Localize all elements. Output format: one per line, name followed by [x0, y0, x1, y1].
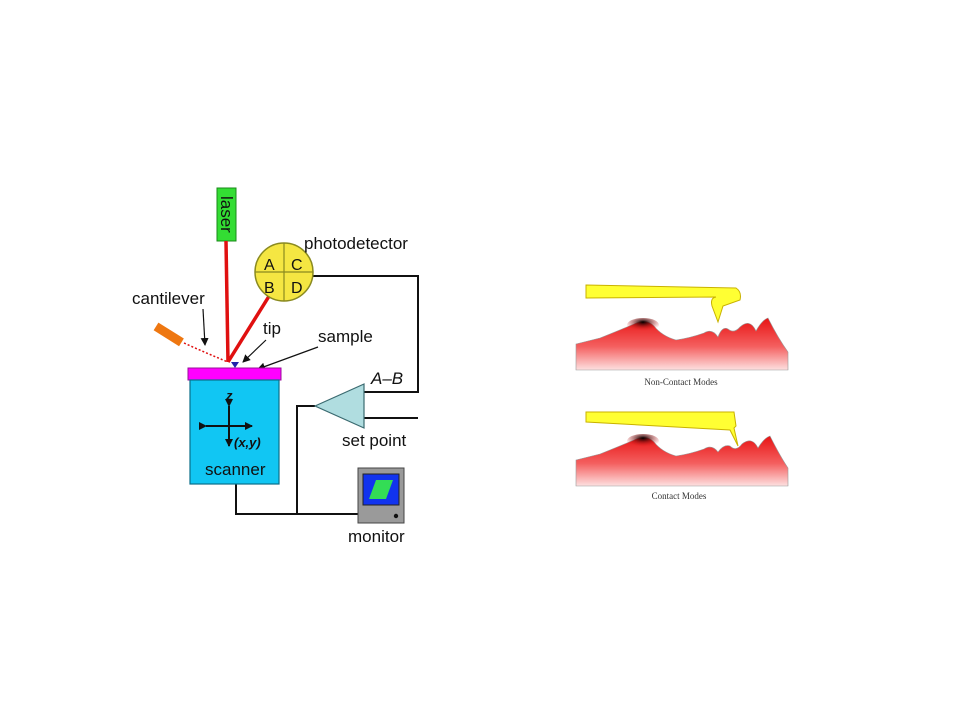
non-contact-panel: Non-Contact Modes — [575, 284, 789, 387]
differential-amplifier — [313, 383, 365, 429]
scanner-block — [189, 379, 280, 485]
laser-label: laser — [217, 196, 236, 233]
photodetector-label: photodetector — [304, 234, 408, 253]
set-point-label: set point — [342, 431, 407, 450]
quadrant-c: C — [291, 257, 303, 274]
photodetector: A C B D — [254, 242, 314, 302]
laser-beam — [224, 240, 278, 363]
tip-marker — [231, 362, 239, 368]
contact-caption: Contact Modes — [652, 491, 707, 501]
tip-label: tip — [263, 319, 281, 338]
signal-wires — [235, 275, 419, 515]
monitor-icon — [357, 467, 405, 524]
contact-panel: Contact Modes — [575, 411, 789, 501]
difference-label: A–B — [370, 369, 403, 388]
sample-label: sample — [318, 327, 373, 346]
contact-surface — [575, 435, 789, 487]
scanner-label: scanner — [205, 460, 266, 479]
cantilever-holder — [153, 322, 184, 347]
contact-cantilever — [585, 411, 739, 447]
axis-z-label: z — [225, 388, 233, 403]
tip-arrow — [242, 339, 267, 363]
quadrant-d: D — [291, 280, 303, 297]
monitor-label: monitor — [348, 527, 405, 546]
scanner-axes — [199, 399, 253, 447]
cantilever-arrow — [200, 308, 209, 346]
cantilever-label: cantilever — [132, 289, 205, 308]
non-contact-caption: Non-Contact Modes — [644, 377, 718, 387]
quadrant-a: A — [264, 257, 275, 274]
axis-xy-label: (x,y) — [234, 435, 261, 450]
cantilever-beam — [183, 342, 229, 363]
non-contact-cantilever — [585, 284, 741, 324]
non-contact-surface — [575, 317, 789, 371]
sample-arrow — [257, 346, 319, 371]
quadrant-b: B — [264, 280, 275, 297]
